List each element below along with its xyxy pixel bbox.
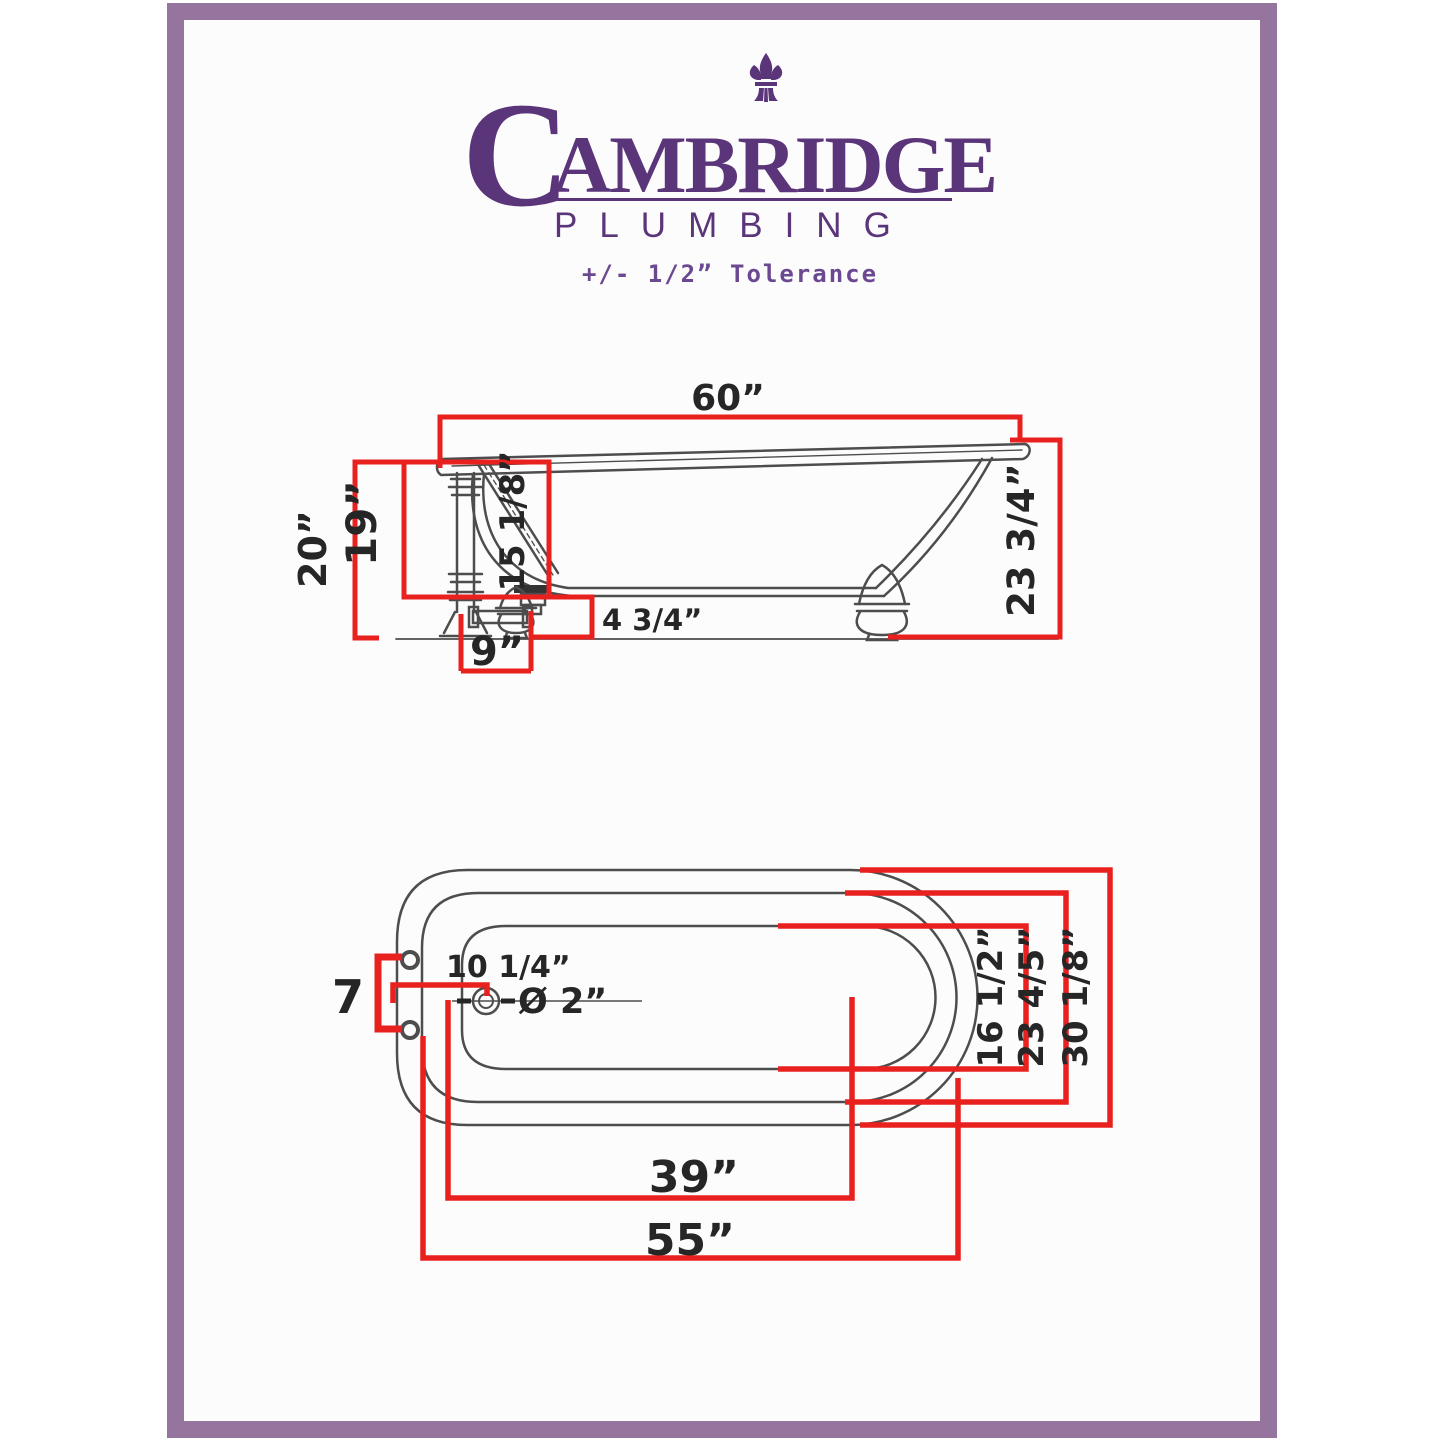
label-length-39: 39” xyxy=(649,1152,739,1203)
side-view-dimension-labels: 60” 20” 19” 15 1/8” 4 3/4” 9” 23 3/4” xyxy=(291,378,1043,675)
label-depth-15-1-8: 15 1/8” xyxy=(493,450,533,591)
back-claw-foot xyxy=(853,563,911,642)
tub-front-wall xyxy=(481,472,878,590)
label-drain-diameter: Ø 2” xyxy=(518,982,607,1022)
top-view-dimension-lines xyxy=(374,867,1113,1261)
inner-rim-outline xyxy=(420,891,958,1104)
dim-line-16-1-2 xyxy=(778,923,1029,1072)
dim-line-10-1-4 xyxy=(390,982,490,1003)
label-length-60: 60” xyxy=(691,378,765,419)
label-width-30-1-8: 30 1/8” xyxy=(1056,926,1096,1067)
label-height-23-3-4: 23 3/4” xyxy=(1000,463,1043,617)
faucet-hole-top xyxy=(400,950,420,970)
dim-line-7 xyxy=(374,953,402,1033)
dim-line-23-3-4 xyxy=(888,437,1063,640)
dim-line-60 xyxy=(437,414,1023,468)
faucet-hole-bottom xyxy=(400,1020,420,1040)
label-width-23-4-5: 23 4/5” xyxy=(1012,926,1052,1067)
label-width-16-1-2: 16 1/2” xyxy=(971,926,1011,1067)
tub-back-slope xyxy=(874,457,984,590)
dim-line-30-1-8 xyxy=(860,867,1113,1128)
top-view-dimension-labels: 7 10 1/4” Ø 2” 16 1/2” 23 4/5” 30 1/8” 3… xyxy=(332,926,1096,1266)
tolerance-note: +/- 1/2” Tolerance xyxy=(581,260,879,288)
top-view-tub-outline xyxy=(395,868,979,1127)
dim-line-55 xyxy=(420,1036,961,1261)
label-height-19: 19” xyxy=(337,480,386,566)
outer-rim-outline xyxy=(395,868,979,1127)
brand-name-rest: AMBRIDGE xyxy=(552,119,998,210)
dim-line-9 xyxy=(458,611,534,674)
front-claw-foot xyxy=(494,585,538,640)
brand-subtitle: PLUMBING xyxy=(554,206,913,245)
side-view-dimension-lines xyxy=(352,414,1063,674)
label-drain-10-1-4: 10 1/4” xyxy=(446,950,571,985)
fleur-de-lis-shape xyxy=(749,53,783,102)
dim-line-20 xyxy=(352,459,404,641)
brand-initial: C xyxy=(462,72,571,238)
basin-outline xyxy=(460,924,937,1071)
dim-line-4-3-4 xyxy=(529,594,595,640)
label-clearance-4-3-4: 4 3/4” xyxy=(602,603,702,637)
fleur-de-lis-icon xyxy=(746,52,786,104)
label-length-55: 55” xyxy=(645,1215,735,1266)
label-offset-9: 9” xyxy=(470,629,524,675)
dim-box-19-15 xyxy=(401,459,552,600)
brand-underline xyxy=(548,198,952,201)
label-height-20: 20” xyxy=(291,510,335,588)
label-spacing-7: 7 xyxy=(332,970,364,1024)
dim-line-39 xyxy=(445,997,855,1201)
